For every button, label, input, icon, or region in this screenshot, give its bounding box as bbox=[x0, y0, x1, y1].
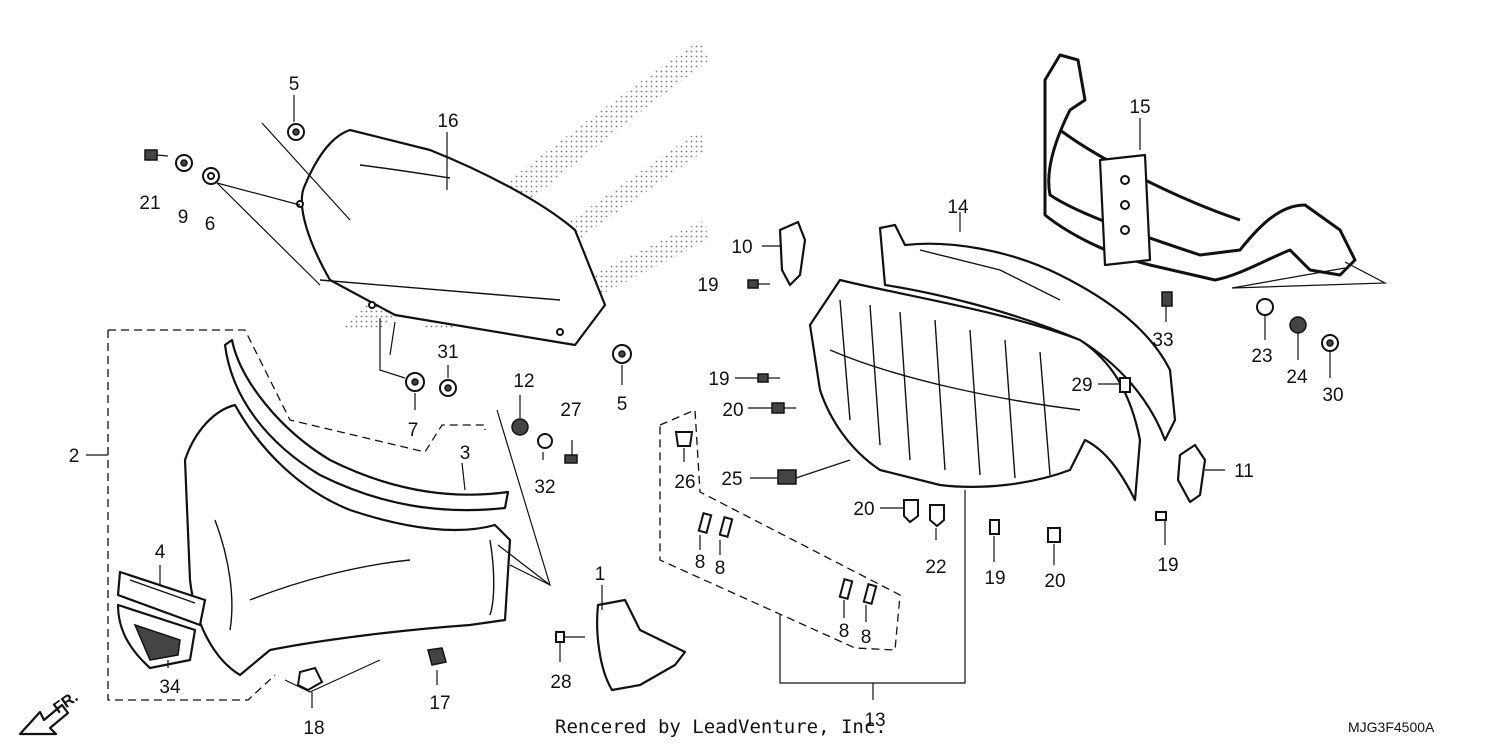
group-lines bbox=[86, 329, 966, 701]
callout-31: 31 bbox=[437, 342, 458, 363]
callout-4: 4 bbox=[155, 542, 166, 563]
meter-panel bbox=[808, 278, 1142, 502]
windscreen bbox=[296, 128, 607, 347]
callout-2: 2 bbox=[69, 446, 80, 467]
callout-17: 17 bbox=[429, 693, 450, 714]
callout-16: 16 bbox=[437, 111, 458, 132]
callout-19-d: 19 bbox=[1157, 555, 1178, 576]
callout-29: 29 bbox=[1071, 375, 1092, 396]
callout-32: 32 bbox=[534, 477, 555, 498]
callout-10: 10 bbox=[731, 237, 752, 258]
callout-22: 22 bbox=[925, 557, 946, 578]
callout-21: 21 bbox=[139, 193, 160, 214]
callout-27: 27 bbox=[560, 400, 581, 421]
callout-8-d: 8 bbox=[861, 627, 872, 648]
callout-23: 23 bbox=[1251, 346, 1272, 367]
emblem-base bbox=[116, 603, 197, 670]
callout-24: 24 bbox=[1286, 367, 1308, 388]
callout-7: 7 bbox=[408, 420, 419, 441]
side-bracket-right bbox=[1176, 443, 1207, 504]
callout-34: 34 bbox=[159, 677, 181, 698]
meter-cover bbox=[878, 223, 1177, 442]
callout-numbers: 1 2 3 4 5 5 6 7 8 8 8 8 9 10 11 12 13 14… bbox=[69, 74, 1344, 739]
front-direction-indicator: FR. bbox=[18, 689, 81, 736]
callout-20-a: 20 bbox=[722, 400, 743, 421]
callout-14: 14 bbox=[947, 197, 969, 218]
callout-28: 28 bbox=[550, 672, 571, 693]
cowl-stay bbox=[1043, 53, 1357, 282]
callout-20-b: 20 bbox=[853, 499, 874, 520]
callout-5-top: 5 bbox=[289, 74, 300, 95]
callout-26: 26 bbox=[674, 472, 695, 493]
garnish-panel bbox=[596, 598, 687, 692]
callout-13: 13 bbox=[864, 710, 885, 731]
callout-33: 33 bbox=[1152, 330, 1173, 351]
callout-30: 30 bbox=[1322, 385, 1343, 406]
callout-8-b: 8 bbox=[715, 558, 726, 579]
side-bracket-left bbox=[778, 220, 807, 287]
render-credit: Rencered by LeadVenture, Inc. bbox=[555, 716, 887, 738]
callout-3: 3 bbox=[460, 443, 471, 464]
cowl-trim-strip bbox=[223, 338, 510, 512]
honda-emblem bbox=[116, 570, 207, 627]
callout-1: 1 bbox=[595, 564, 606, 585]
callout-11: 11 bbox=[1234, 461, 1254, 482]
callout-25: 25 bbox=[721, 469, 742, 490]
callout-20-c: 20 bbox=[1044, 571, 1065, 592]
callout-5-right: 5 bbox=[617, 394, 628, 415]
callout-18: 18 bbox=[303, 718, 324, 739]
leader-lines bbox=[159, 95, 1388, 708]
callout-12: 12 bbox=[513, 371, 534, 392]
callout-8-a: 8 bbox=[695, 552, 706, 573]
callout-8-c: 8 bbox=[839, 621, 850, 642]
front-arrow-icon bbox=[18, 703, 70, 736]
front-cowl bbox=[183, 403, 512, 677]
diagram-code: MJG3F4500A bbox=[1348, 719, 1435, 735]
callout-6: 6 bbox=[205, 214, 216, 235]
callout-19-b: 19 bbox=[708, 369, 729, 390]
callout-19-a: 19 bbox=[697, 275, 718, 296]
callout-9: 9 bbox=[178, 207, 189, 228]
fastener-hardware bbox=[144, 123, 1339, 692]
callout-19-c: 19 bbox=[984, 568, 1005, 589]
callout-15: 15 bbox=[1129, 97, 1150, 118]
